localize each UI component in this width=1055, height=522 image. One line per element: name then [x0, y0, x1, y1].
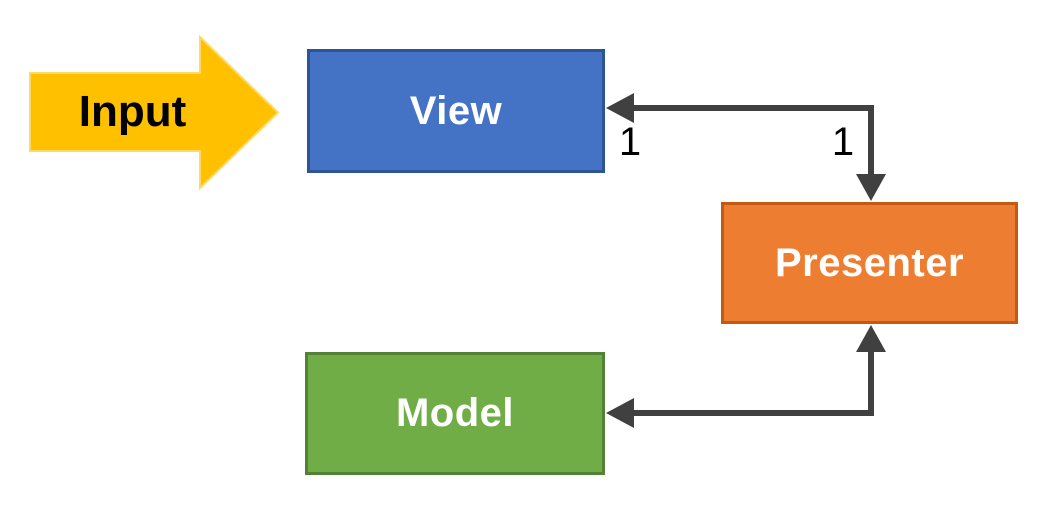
node-presenter: Presenter [721, 202, 1018, 324]
node-view: View [307, 49, 605, 173]
arrowhead-left-at-view [606, 93, 634, 123]
multiplicity-label-at-view: 1 [618, 120, 642, 164]
arrowhead-down-at-presenter [856, 174, 886, 201]
connector-view-presenter [632, 105, 874, 176]
arrowhead-left-at-model [606, 398, 634, 428]
multiplicity-label-at-presenter: 1 [831, 120, 855, 164]
node-presenter-label: Presenter [774, 240, 965, 285]
arrowhead-up-at-presenter [856, 325, 886, 352]
input-block-arrow [29, 34, 280, 191]
node-model: Model [305, 352, 605, 475]
input-arrow-label: Input [78, 87, 187, 136]
connector-presenter-model [632, 350, 874, 416]
node-model-label: Model [395, 391, 515, 435]
node-view-label: View [409, 88, 503, 133]
